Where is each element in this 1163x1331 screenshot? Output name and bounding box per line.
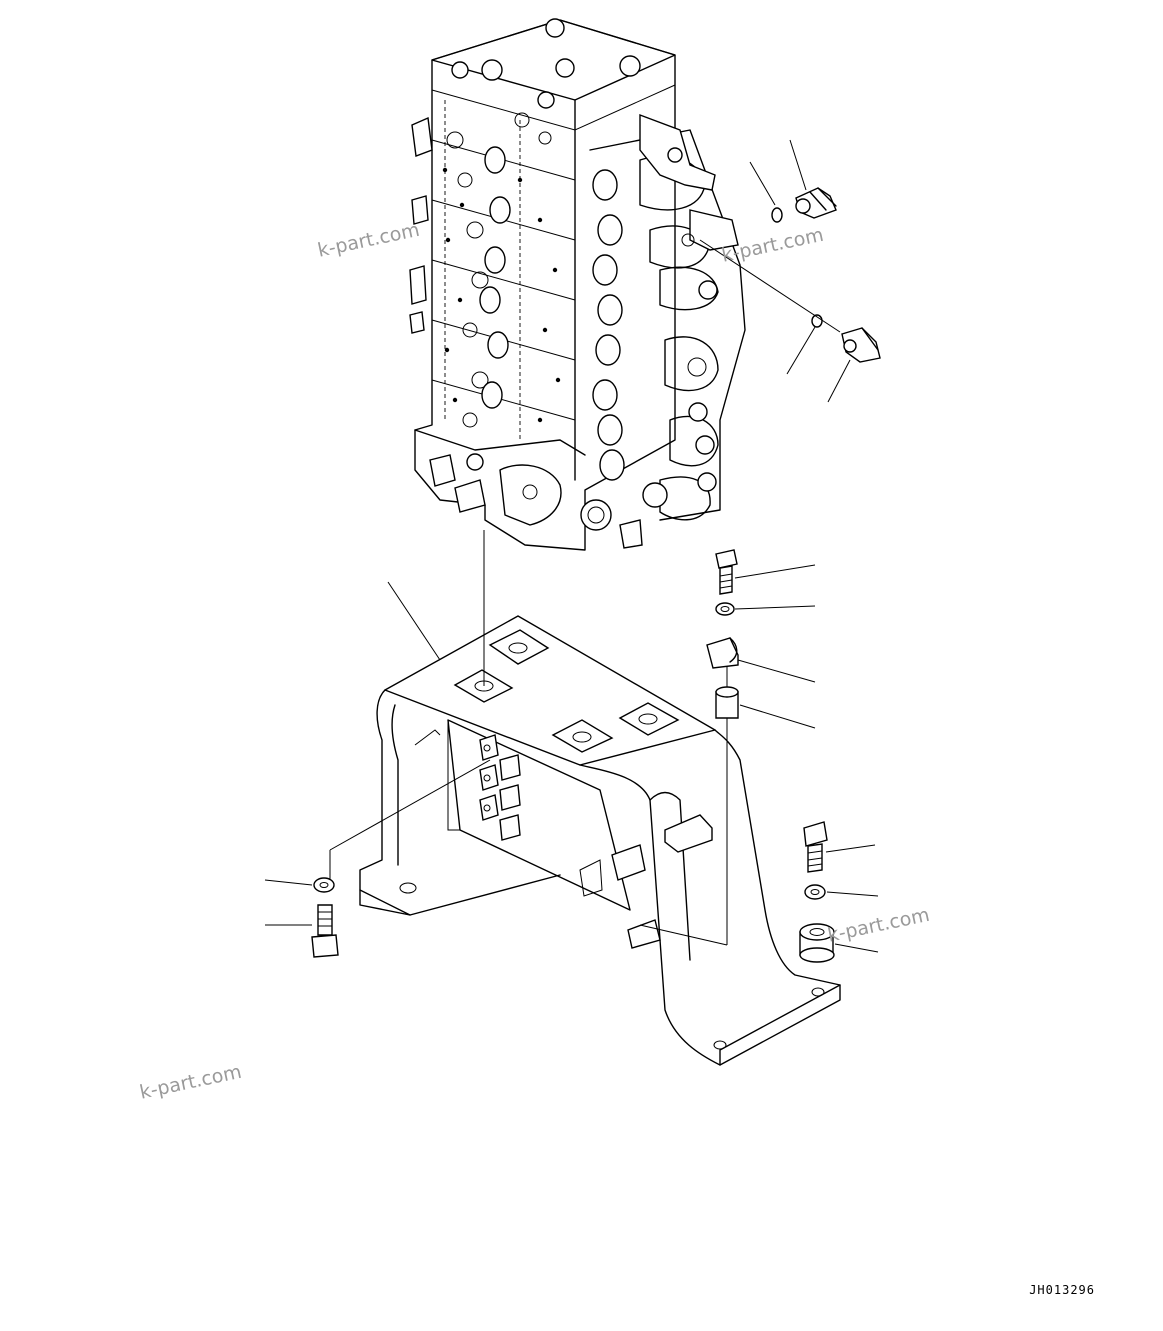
clamp — [706, 637, 739, 669]
washer-1 — [715, 602, 735, 616]
bolt-2 — [803, 821, 828, 873]
cushion — [799, 923, 835, 963]
washer-2 — [804, 884, 826, 900]
control-valve — [409, 18, 746, 551]
bolt-1 — [715, 549, 738, 595]
mounting-bracket — [359, 615, 841, 1066]
o-ring-1 — [771, 207, 783, 223]
washer-3 — [313, 877, 335, 893]
spacer-1 — [715, 686, 739, 719]
pressure-sensor-2 — [841, 327, 881, 363]
bolt-3 — [311, 904, 339, 958]
drawing-code: JH013296 — [1029, 1283, 1095, 1297]
pressure-sensor-1 — [795, 187, 837, 219]
